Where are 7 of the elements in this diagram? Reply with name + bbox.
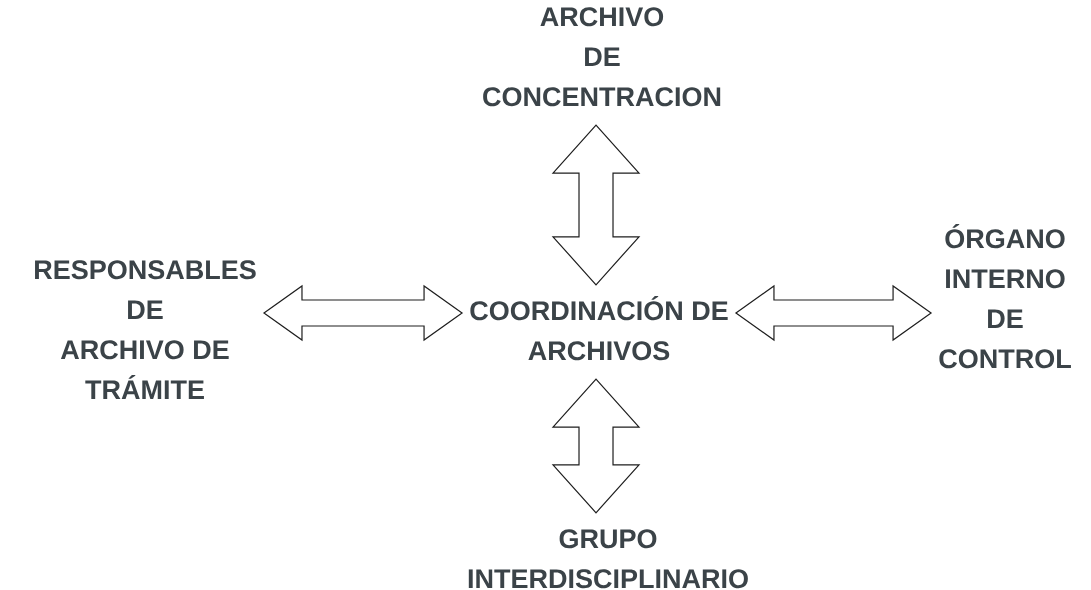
double-arrow [551, 124, 641, 286]
node-text: COORDINACIÓN DE ARCHIVOS [470, 296, 728, 361]
node-text: ARCHIVO DE CONCENTRACION [483, 7, 721, 107]
double-arrow [551, 378, 641, 514]
node-text: ÓRGANO INTERNO DE CONTROL [939, 224, 1071, 369]
node-text: GRUPO INTERDISCIPLINARIO [468, 529, 748, 589]
node-text: RESPONSABLES DE ARCHIVO DE TRÁMITE [35, 260, 256, 399]
